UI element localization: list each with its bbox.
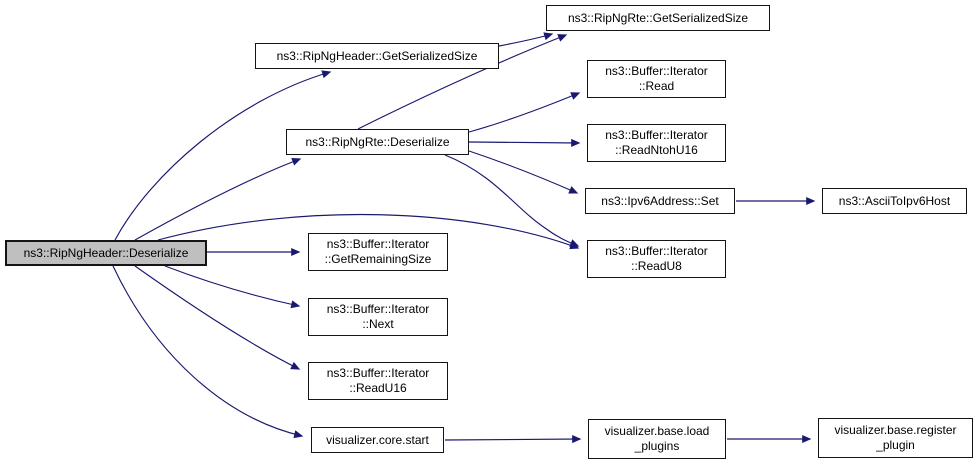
- node-buffer-iterator-read[interactable]: ns3::Buffer::Iterator ::Read: [587, 60, 726, 98]
- edge-ripngheader-deserialize-to-buffer-iterator-readu8: [157, 213, 580, 250]
- node-ripngrte-deserialize[interactable]: ns3::RipNgRte::Deserialize: [286, 129, 469, 155]
- edge-ripngrte-deserialize-to-ripngrte-getserializedsize: [357, 34, 568, 130]
- edge-ripngrte-deserialize-to-ipv6address-set: [468, 150, 579, 194]
- edge-ripngheader-deserialize-to-ripngheader-getserializedsize: [114, 70, 332, 241]
- node-ripngrte-getserializedsize[interactable]: ns3::RipNgRte::GetSerializedSize: [546, 5, 770, 31]
- edge-ripngheader-deserialize-to-visualizer-core-start: [112, 265, 304, 439]
- node-visualizer-base-load-plugins[interactable]: visualizer.base.load _plugins: [588, 419, 726, 459]
- node-visualizer-core-start[interactable]: visualizer.core.start: [311, 427, 444, 453]
- edge-ripngrte-deserialize-to-buffer-iterator-readu8: [444, 154, 580, 247]
- node-ripngheader-getserializedsize[interactable]: ns3::RipNgHeader::GetSerializedSize: [255, 43, 499, 69]
- node-buffer-iterator-readu16[interactable]: ns3::Buffer::Iterator ::ReadU16: [308, 362, 448, 400]
- edge-ripngrte-deserialize-to-buffer-iterator-read: [468, 92, 581, 133]
- node-buffer-iterator-readntohu16[interactable]: ns3::Buffer::Iterator ::ReadNtohU16: [587, 124, 726, 162]
- node-ripngheader-deserialize[interactable]: ns3::RipNgHeader::Deserialize: [5, 240, 207, 266]
- edge-ripngheader-deserialize-to-buffer-iterator-readu16: [134, 265, 301, 370]
- node-visualizer-base-register-plugin[interactable]: visualizer.base.register _plugin: [818, 418, 973, 458]
- edge-visualizer-core-start-to-visualizer-base-load-plugins: [444, 435, 582, 444]
- node-buffer-iterator-getremainingsize[interactable]: ns3::Buffer::Iterator ::GetRemainingSize: [308, 233, 448, 271]
- node-ipv6address-set[interactable]: ns3::Ipv6Address::Set: [585, 188, 735, 214]
- node-asciitoipv6host[interactable]: ns3::AsciiToIpv6Host: [822, 188, 967, 214]
- edge-ripngheader-deserialize-to-ripngrte-deserialize: [134, 157, 302, 241]
- node-buffer-iterator-next[interactable]: ns3::Buffer::Iterator ::Next: [308, 298, 448, 336]
- edge-ripngrte-deserialize-to-buffer-iterator-readntohu16: [468, 138, 581, 147]
- node-buffer-iterator-readu8[interactable]: ns3::Buffer::Iterator ::ReadU8: [587, 240, 726, 278]
- edge-ripngheader-getserializedsize-to-ripngrte-getserializedsize: [498, 32, 554, 47]
- edge-ripngheader-deserialize-to-buffer-iterator-next: [164, 265, 301, 309]
